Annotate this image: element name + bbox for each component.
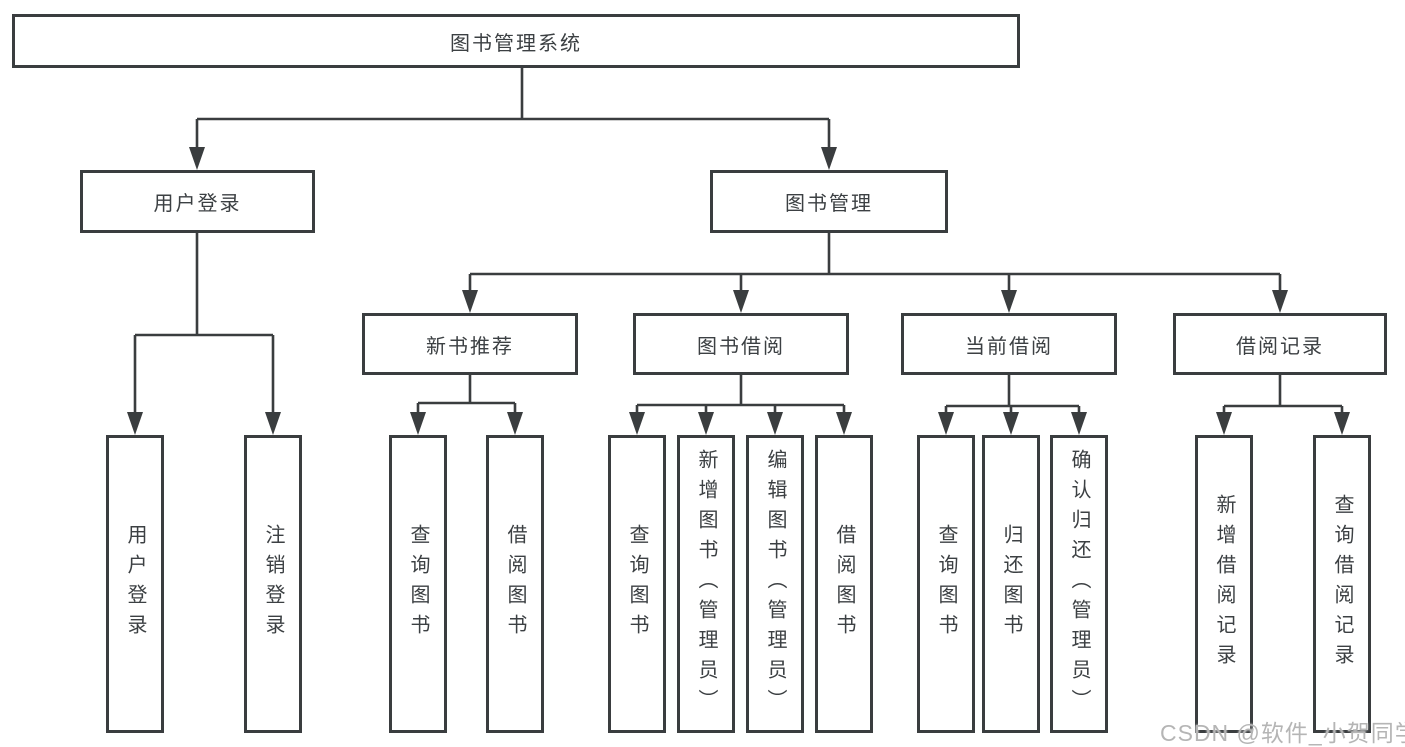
leaf-add-books-admin: 新增图书（管理员） <box>677 435 735 733</box>
leaf-borrow-books: 借阅图书 <box>815 435 873 733</box>
node-label: 新增借阅记录 <box>1213 494 1235 674</box>
node-label: 新书推荐 <box>426 335 514 358</box>
node-label: 图书管理系统 <box>450 32 582 55</box>
node-label: 图书管理 <box>785 193 873 215</box>
node-borrowing-records: 借阅记录 <box>1173 313 1387 375</box>
leaf-query-books-borrowing: 查询图书 <box>608 435 666 733</box>
leaf-logout: 注销登录 <box>244 435 302 733</box>
csdn-watermark: CSDN @软件_小贺同学 <box>1160 720 1405 746</box>
node-label: 借阅记录 <box>1236 335 1324 358</box>
node-label: 查询借阅记录 <box>1331 494 1353 674</box>
leaf-add-borrow-record: 新增借阅记录 <box>1195 435 1253 733</box>
node-label: 查询图书 <box>407 524 429 644</box>
node-label: 查询图书 <box>626 524 648 644</box>
node-label: 确认归还（管理员） <box>1068 449 1090 719</box>
node-label: 借阅图书 <box>833 524 855 644</box>
node-label: 注销登录 <box>262 524 284 644</box>
node-label: 用户登录 <box>153 193 242 215</box>
node-book-management: 图书管理 <box>710 170 948 233</box>
node-label: 当前借阅 <box>965 335 1053 358</box>
leaf-query-borrow-record: 查询借阅记录 <box>1313 435 1371 733</box>
leaf-confirm-return-admin: 确认归还（管理员） <box>1050 435 1108 733</box>
leaf-query-books-current: 查询图书 <box>917 435 975 733</box>
node-current-borrowing: 当前借阅 <box>901 313 1117 375</box>
leaf-borrow-books-recommend: 借阅图书 <box>486 435 544 733</box>
leaf-return-books: 归还图书 <box>982 435 1040 733</box>
leaf-edit-books-admin: 编辑图书（管理员） <box>746 435 804 733</box>
node-label: 用户登录 <box>124 524 146 644</box>
node-label: 查询图书 <box>935 524 957 644</box>
node-book-borrowing: 图书借阅 <box>633 313 849 375</box>
node-label: 归还图书 <box>1000 524 1022 644</box>
node-label: 新增图书（管理员） <box>695 449 717 719</box>
leaf-user-login: 用户登录 <box>106 435 164 733</box>
node-new-book-recommend: 新书推荐 <box>362 313 578 375</box>
node-user-login: 用户登录 <box>80 170 315 233</box>
node-label: 编辑图书（管理员） <box>764 449 786 719</box>
leaf-query-books-recommend: 查询图书 <box>389 435 447 733</box>
node-label: 借阅图书 <box>504 524 526 644</box>
node-label: 图书借阅 <box>697 335 785 358</box>
node-root-system: 图书管理系统 <box>12 14 1020 68</box>
